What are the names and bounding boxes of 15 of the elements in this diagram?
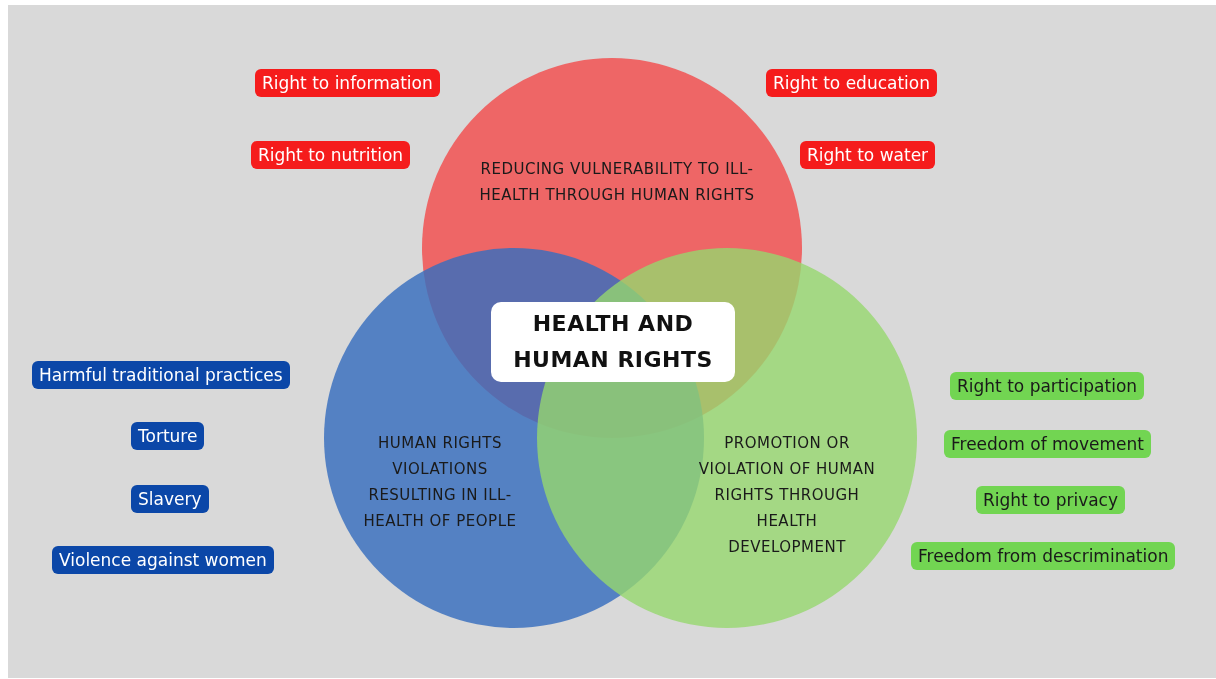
rights-tag: Slavery	[131, 485, 209, 513]
rights-tag: Right to participation	[950, 372, 1145, 400]
rights-tag: Right to education	[766, 69, 937, 97]
rights-tag: Right to nutrition	[251, 141, 411, 169]
rights-tag: Torture	[131, 422, 205, 450]
rights-tag: Violence against women	[52, 546, 274, 574]
rights-tag: Freedom from descrimination	[911, 542, 1176, 570]
circle-label: PROMOTION OR VIOLATION OF HUMAN RIGHTS THROUGH HEALTH DEVELOPMENT	[697, 433, 877, 558]
circle-label: HUMAN RIGHTS VIOLATIONS RESULTING IN ILL-HEALTH OF PEOPLE	[362, 433, 518, 532]
rights-tag: Freedom of movement	[944, 430, 1151, 458]
rights-tag: Right to information	[255, 69, 440, 97]
rights-tag: Right to water	[800, 141, 936, 169]
rights-tag: Harmful traditional practices	[32, 361, 290, 389]
rights-tag: Right to privacy	[976, 486, 1126, 514]
circle-label: REDUCING VULNERABILITY TO ILL-HEALTH THROUGH HUMAN RIGHTS	[478, 159, 756, 206]
